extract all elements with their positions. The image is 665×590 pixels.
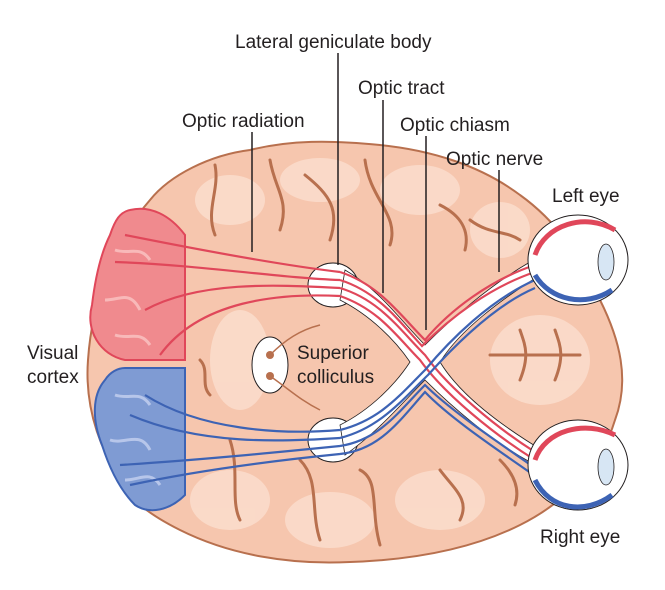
label-left-eye: Left eye [552,186,620,207]
visual-cortex-red [89,207,186,361]
label-superior-colliculus: Superior colliculus [297,342,374,390]
right-eye [527,419,629,511]
blue-fibers [119,278,536,487]
label-superior-colliculus-line1: Superior [297,343,369,364]
label-lateral-geniculate-body: Lateral geniculate body [235,32,432,53]
label-visual-cortex-line1: Visual [27,343,79,364]
sulci [198,158,582,547]
label-optic-chiasm: Optic chiasm [400,115,510,136]
leader-lines [251,53,500,330]
label-superior-colliculus-line2: colliculus [297,367,375,388]
red-fibers [114,233,536,461]
gyri [190,158,590,548]
label-optic-radiation: Optic radiation [182,111,305,132]
left-eye [527,214,629,306]
label-visual-cortex-line2: cortex [27,367,79,388]
superior-colliculus [251,324,321,411]
label-visual-cortex: Visual cortex [27,342,79,390]
label-optic-nerve: Optic nerve [446,149,544,170]
label-right-eye: Right eye [540,527,621,548]
visual-cortex [89,207,186,512]
label-optic-tract: Optic tract [358,78,445,99]
